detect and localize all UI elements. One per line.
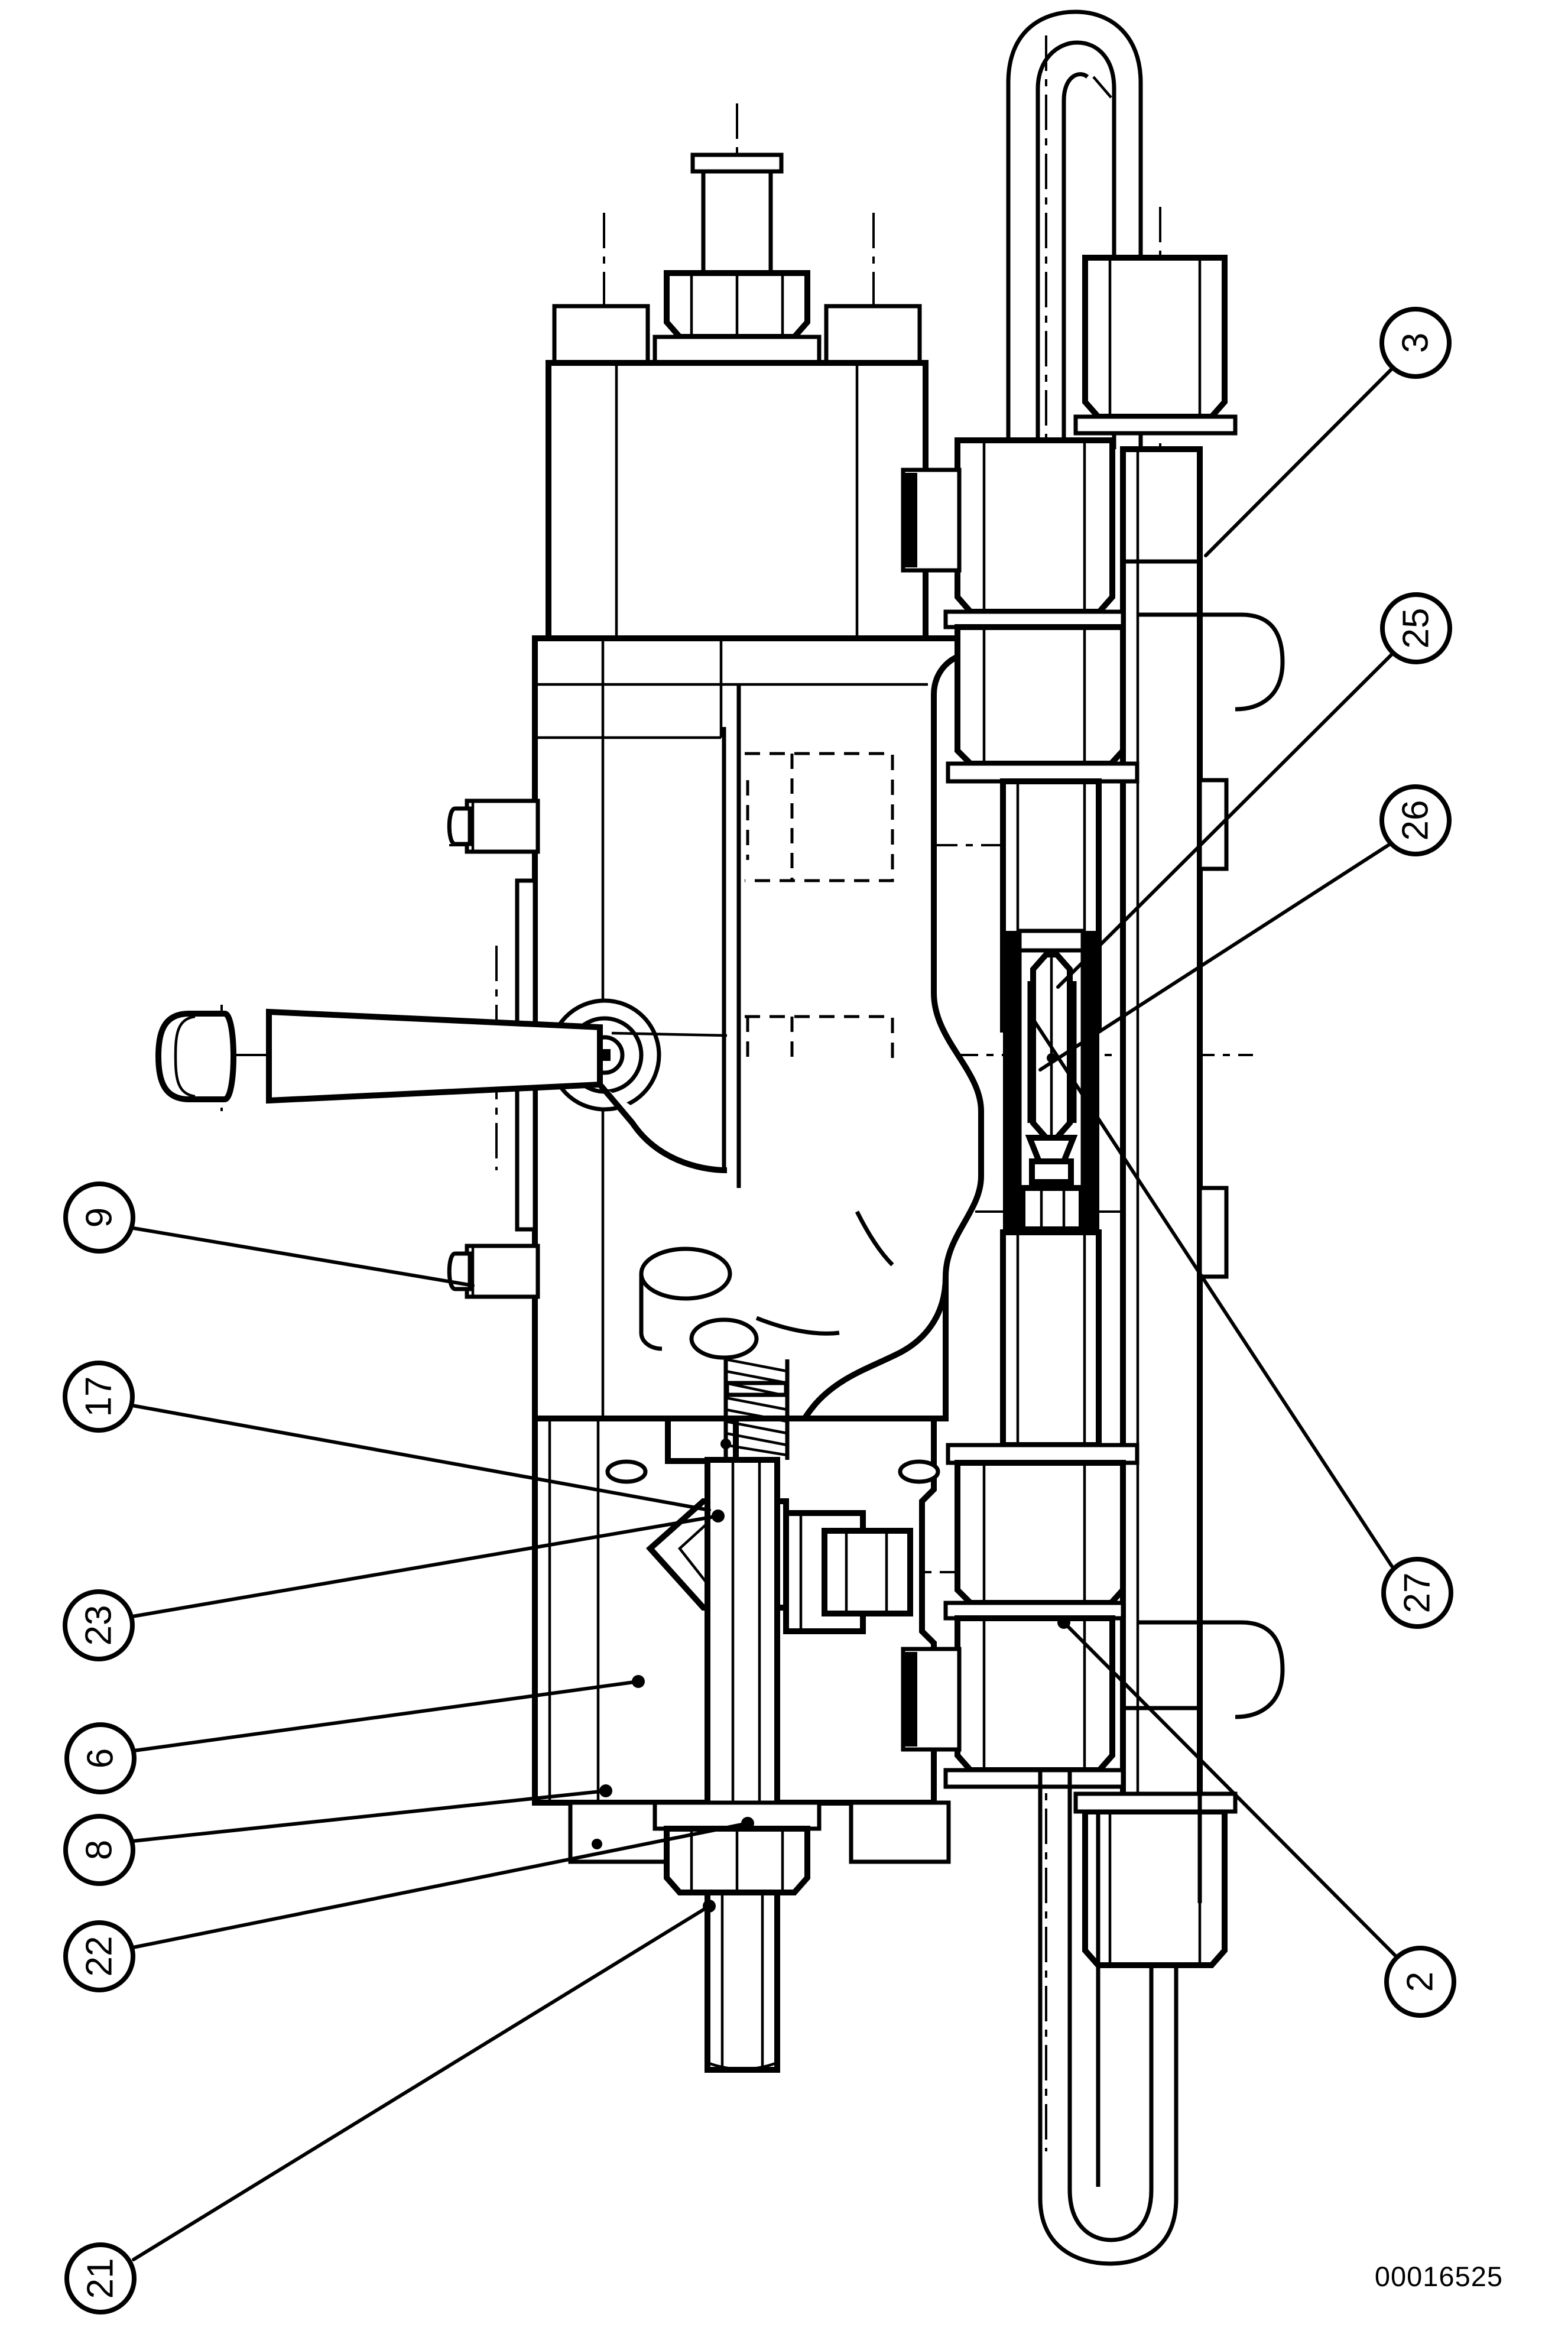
leader-line-26 [1038, 842, 1392, 1072]
balloon-circle-3[interactable] [1379, 307, 1452, 379]
callout-balloons: 3 25 26 27 2 9 17 23 6 8 22 21 [63, 307, 1456, 2314]
balloon-label-21: 21 [80, 2258, 121, 2299]
leader-line-3 [1204, 367, 1394, 557]
balloon-circle-27[interactable] [1381, 1557, 1453, 1629]
left-port-boss-lower [447, 1244, 540, 1299]
control-lever [155, 1008, 728, 1173]
leader-dot-6 [632, 1675, 645, 1688]
drawing-number: 00016525 [1374, 2261, 1503, 2292]
leader-line-27 [1030, 1015, 1394, 1568]
left-port-boss-upper [447, 798, 540, 854]
lower-pipe-loop [1038, 1770, 1179, 2266]
flange-pad-right [849, 1800, 951, 1864]
bottom-stud-and-nut [652, 1800, 822, 2073]
callout-9[interactable]: 9 [63, 1181, 475, 1287]
leader-line-9 [132, 1226, 475, 1287]
leader-dot-22 [741, 1817, 754, 1830]
balloon-label-8: 8 [79, 1840, 120, 1860]
callout-21[interactable]: 21 [64, 1900, 716, 2314]
stud-21 [705, 1890, 780, 2073]
hidden-bore-upper [745, 752, 894, 882]
top-stem-assembly [552, 152, 922, 365]
balloon-label-25: 25 [1396, 608, 1437, 649]
balloon-label-17: 17 [79, 1377, 119, 1417]
leader-line-6 [132, 1680, 640, 1752]
balloon-circle-9[interactable] [63, 1181, 135, 1254]
balloon-circle-25[interactable] [1380, 592, 1452, 664]
balloon-circle-22[interactable] [63, 1920, 135, 1992]
callout-22[interactable]: 22 [63, 1817, 754, 1992]
leader-line-25 [1056, 653, 1393, 989]
callout-27[interactable]: 27 [1030, 1015, 1453, 1629]
bracket-tab-upper [1197, 778, 1229, 871]
leader-line-17 [131, 1404, 711, 1512]
balloon-circle-17[interactable] [63, 1361, 135, 1433]
callout-17[interactable]: 17 [63, 1361, 711, 1512]
balloon-circle-26[interactable] [1379, 784, 1452, 856]
callout-23[interactable]: 23 [63, 1510, 725, 1661]
leader-dot-21 [703, 1900, 716, 1913]
upper-pipe-loop [1006, 9, 1143, 615]
balloon-circle-2[interactable] [1384, 1946, 1456, 2018]
balloon-label-26: 26 [1395, 800, 1436, 841]
leader-line-23 [131, 1514, 720, 1618]
balloon-circle-6[interactable] [64, 1722, 137, 1794]
leader-line-21 [132, 1904, 711, 2261]
balloon-label-9: 9 [79, 1207, 120, 1228]
callout-2[interactable]: 2 [1057, 1616, 1456, 2018]
balloon-label-22: 22 [79, 1936, 120, 1977]
leader-line-2 [1062, 1621, 1398, 1958]
upper-cylinder-body [546, 360, 929, 641]
leader-line-22 [131, 1822, 749, 1949]
callout-3[interactable]: 3 [1204, 307, 1452, 557]
flange-pad-left [568, 1800, 670, 1864]
valve-cartridge-assembly [1000, 778, 1102, 1448]
leader-line-8 [131, 1789, 608, 1843]
leader-dot-8 [599, 1784, 612, 1797]
leader-dot-23 [712, 1510, 725, 1523]
compression-spring [723, 1358, 790, 1460]
lower-right-fitting-stack [901, 1443, 1285, 1968]
callout-25[interactable]: 25 [1056, 592, 1452, 989]
callout-8[interactable]: 8 [63, 1784, 612, 1886]
balloon-label-6: 6 [80, 1748, 121, 1768]
body-waist-contour [639, 1210, 949, 1460]
callout-6[interactable]: 6 [64, 1675, 645, 1794]
balloon-circle-23[interactable] [63, 1589, 135, 1661]
balloon-circle-21[interactable] [64, 2242, 137, 2314]
leader-dot-2 [1057, 1616, 1070, 1629]
spool-plug [783, 1510, 913, 1634]
hidden-bore-lower [745, 1015, 894, 1061]
balloon-label-3: 3 [1395, 333, 1436, 353]
balloon-label-2: 2 [1400, 1972, 1441, 1992]
valve-body-upper [447, 635, 1034, 1421]
balloon-label-27: 27 [1397, 1573, 1438, 1614]
bracket-tab-lower [1197, 1186, 1229, 1279]
callout-26[interactable]: 26 [1038, 784, 1452, 1072]
balloon-circle-8[interactable] [63, 1814, 135, 1886]
balloon-label-23: 23 [79, 1605, 119, 1646]
